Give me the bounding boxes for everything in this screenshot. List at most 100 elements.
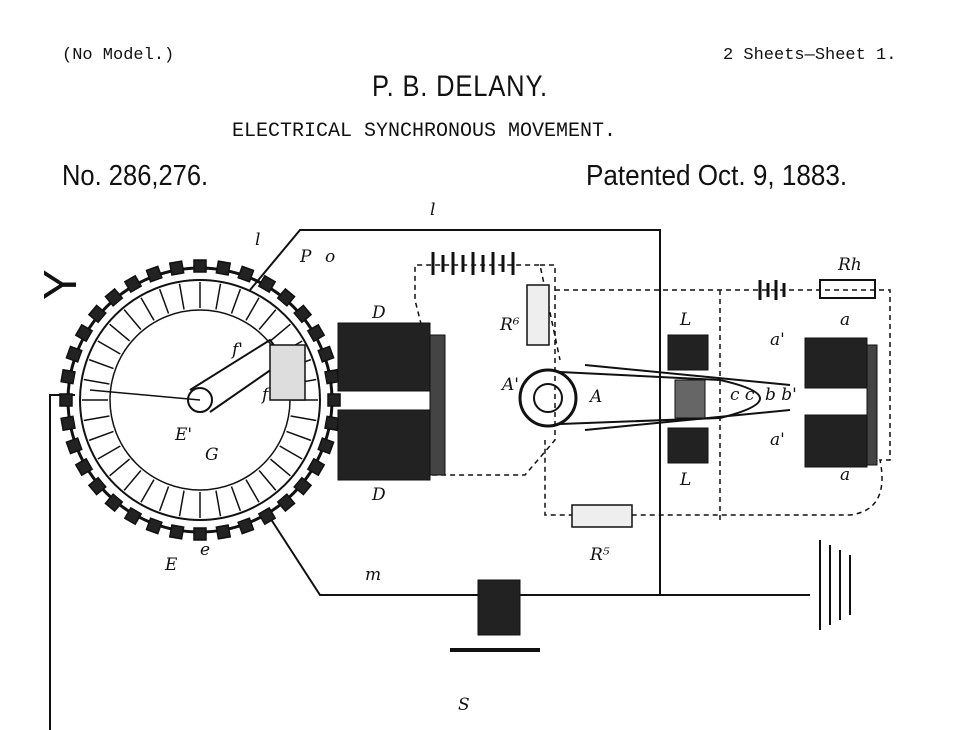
label-m: m — [365, 565, 381, 585]
relay-s — [450, 579, 540, 652]
wheel-tooth — [293, 476, 313, 496]
label-g: G — [205, 445, 219, 465]
wheel-tooth — [276, 493, 296, 513]
electromagnet-d — [337, 322, 446, 481]
patent-date: Patented Oct. 9, 1883. — [586, 160, 848, 192]
wheel-segment — [215, 490, 222, 517]
label-rh: Rh — [837, 255, 862, 275]
wheel-segment — [97, 340, 121, 355]
wheel-segment — [123, 309, 142, 331]
wheel-tooth — [104, 287, 124, 307]
label-l-magnet: L — [679, 310, 691, 330]
wheel-segment — [290, 415, 317, 422]
wheel-segment — [258, 469, 277, 491]
wheel-segment — [178, 283, 185, 310]
wheel-tooth — [306, 323, 326, 343]
wheel-tooth — [168, 524, 185, 540]
label-c: c c — [730, 385, 755, 405]
figure-label: Y — [34, 269, 86, 300]
wheel-segment — [140, 479, 155, 503]
label-b: b b' — [765, 385, 797, 405]
electromagnet-l — [667, 334, 709, 464]
label-e-wheel: E — [164, 555, 178, 575]
wheel-tooth — [317, 345, 335, 363]
wheel-segment — [88, 358, 114, 370]
wheel-tooth — [324, 368, 340, 385]
label-a-prime: A' — [500, 375, 519, 395]
wheel-tooth — [257, 274, 277, 294]
wheel-tooth — [65, 437, 83, 455]
battery-top — [431, 252, 515, 275]
label-a-prime-top: a' — [770, 330, 785, 350]
wheel-segment — [286, 430, 312, 442]
wheel-segment — [109, 323, 131, 342]
wheel-tooth — [324, 415, 340, 432]
label-d: D — [371, 303, 386, 323]
patent-number: No. 286,276. — [62, 160, 209, 192]
wheel-segment — [123, 469, 142, 491]
wheel-tooth — [60, 368, 76, 385]
wheel-segment — [158, 288, 170, 314]
no-model-note: (No Model.) — [62, 46, 175, 65]
ground — [819, 540, 851, 630]
wheel-segment — [258, 309, 277, 331]
wheel-tooth — [74, 323, 94, 343]
wheel-tooth — [145, 517, 163, 535]
wheel-tooth — [237, 265, 255, 283]
battery-right — [758, 280, 786, 300]
wheel-segment — [230, 288, 242, 314]
label-p: P — [299, 247, 312, 267]
label-s: S — [458, 695, 470, 715]
electromagnet-a — [804, 337, 878, 468]
label-a-bottom: a — [840, 465, 850, 485]
label-a-top: a — [840, 310, 850, 330]
patent-title: ELECTRICAL SYNCHRONOUS MOVEMENT. — [232, 120, 617, 143]
label-f-prime: f' — [230, 340, 243, 360]
wheel-segment — [158, 486, 170, 512]
inventor-name: P. B. DELANY. — [372, 70, 548, 103]
sheet-number: 2 Sheets—Sheet 1. — [723, 46, 897, 65]
wheel-segment — [97, 445, 121, 460]
wheel-tooth — [215, 524, 232, 540]
wheel-segment — [109, 458, 131, 477]
wheel-segment — [279, 445, 303, 460]
wheel-tooth — [257, 506, 277, 526]
wheel-tooth — [74, 457, 94, 477]
wheel-segment — [245, 297, 260, 321]
wheel-tooth — [123, 506, 143, 526]
wheel-tooth — [237, 517, 255, 535]
label-l: l — [255, 230, 260, 250]
label-a: A — [588, 387, 602, 407]
vibrating-fork — [518, 364, 791, 431]
wheel-tooth — [168, 260, 185, 276]
label-e-small: e — [200, 540, 210, 560]
wheel-segment — [269, 323, 291, 342]
label-l: l — [430, 200, 435, 220]
label-r5: R⁵ — [589, 545, 610, 565]
wheel-segment — [230, 486, 242, 512]
wheel-tooth — [327, 393, 341, 407]
wheel-tooth — [276, 287, 296, 307]
wheel-segment — [178, 490, 185, 517]
wheel-tooth — [87, 476, 107, 496]
distributor-wheel — [59, 259, 341, 541]
wheel-tooth — [215, 260, 232, 276]
dashed-circuits — [414, 264, 891, 520]
wheel-tooth — [306, 457, 326, 477]
wheel-segment — [88, 430, 114, 442]
resistance-r6 — [526, 284, 550, 346]
label-f: f — [260, 385, 271, 405]
wheel-segment — [83, 415, 110, 422]
wheel-tooth — [87, 304, 107, 324]
wheel-segment — [83, 378, 110, 385]
wheel-segment — [215, 283, 222, 310]
wheel-tooth — [145, 265, 163, 283]
label-o: o — [325, 247, 335, 267]
wheel-segment — [269, 458, 291, 477]
rheostat — [819, 279, 876, 299]
label-a-prime-bottom: a' — [770, 430, 785, 450]
label-l-magnet: L — [679, 470, 691, 490]
wheel-tooth — [317, 437, 335, 455]
label-r6: R⁶ — [499, 315, 520, 335]
